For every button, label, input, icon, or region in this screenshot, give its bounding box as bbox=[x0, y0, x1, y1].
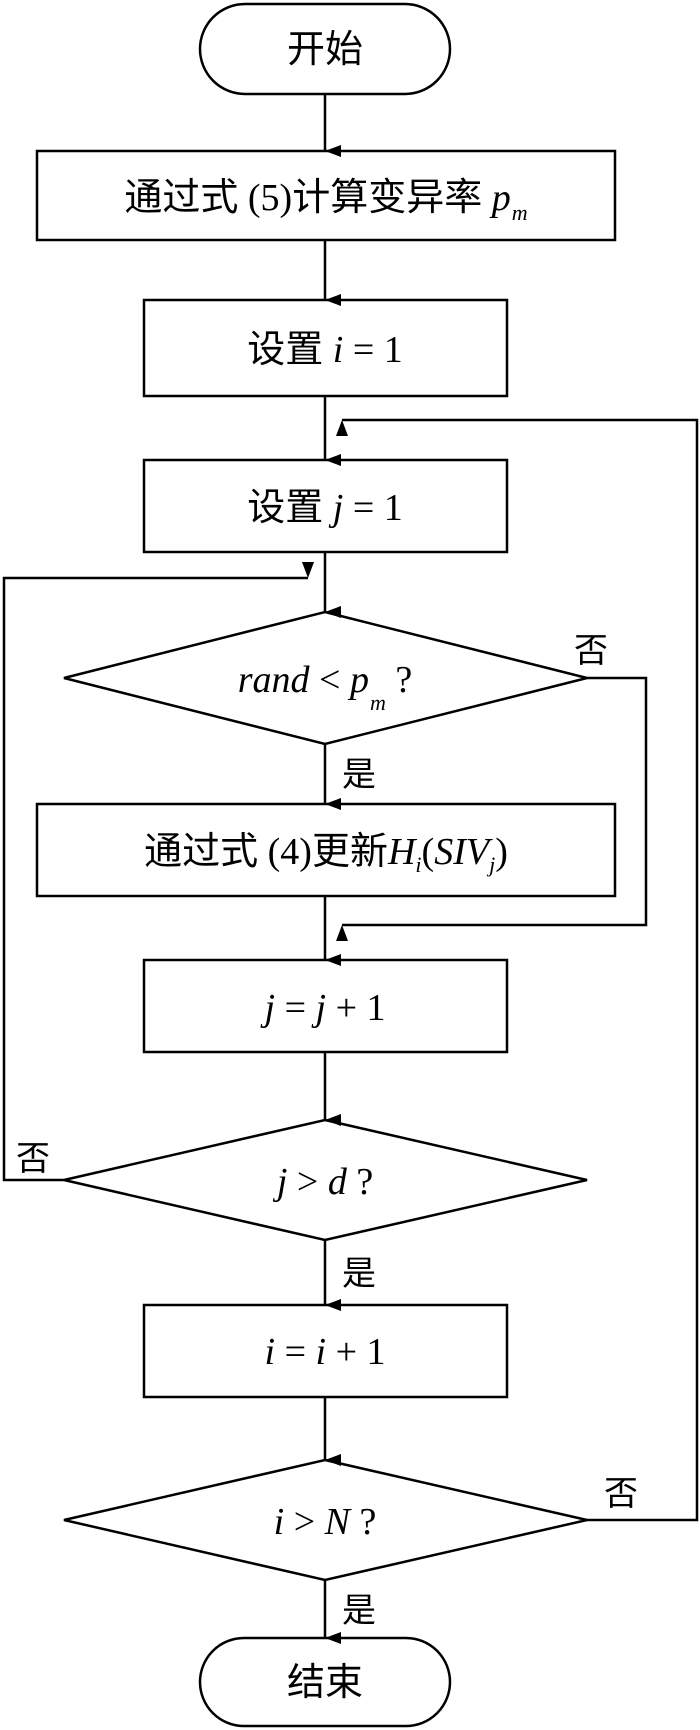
inc-i-var2: i bbox=[316, 1331, 327, 1373]
i-cond-label: i > N ? bbox=[274, 1501, 377, 1543]
j-cond-q: ? bbox=[347, 1161, 373, 1203]
j-cond-var: j bbox=[272, 1161, 288, 1203]
no-label-j: 否 bbox=[16, 1141, 50, 1178]
rand-sub: m bbox=[370, 690, 386, 715]
start-label: 开始 bbox=[287, 29, 363, 71]
set-i-var: i bbox=[333, 329, 344, 371]
compute-pm-sub: m bbox=[512, 200, 528, 225]
rand-var: rand bbox=[238, 659, 311, 701]
yes-label-rand: 是 bbox=[342, 757, 376, 794]
update-SIVsub: j bbox=[486, 852, 495, 877]
i-cond-q: ? bbox=[350, 1501, 376, 1543]
set-i-label: 设置 i = 1 bbox=[247, 329, 403, 371]
update-text: 通过式 (4)更新 bbox=[144, 831, 388, 873]
j-cond-label: j > d ? bbox=[272, 1161, 373, 1203]
compute-pm-text: 通过式 (5)计算变异率 bbox=[124, 177, 491, 219]
i-cond-var2: N bbox=[324, 1501, 353, 1543]
arrow-i-no-loop bbox=[336, 418, 699, 1522]
inc-i-mid: = bbox=[275, 1331, 315, 1373]
inc-i-label: i = i + 1 bbox=[265, 1331, 386, 1373]
set-i-rest: = 1 bbox=[343, 329, 402, 371]
update-label: 通过式 (4)更新Hi(SIVj) bbox=[144, 831, 508, 877]
no-label-rand: 否 bbox=[574, 633, 608, 670]
set-j-label: 设置 j = 1 bbox=[247, 487, 403, 529]
arrow-rand-no-bypass bbox=[336, 676, 648, 941]
rand-op: < bbox=[310, 659, 350, 701]
update-Hsub: i bbox=[415, 852, 421, 877]
yes-label-j: 是 bbox=[342, 1256, 376, 1293]
update-SIV: SIV bbox=[434, 831, 493, 873]
inc-j-var: j bbox=[260, 987, 276, 1029]
compute-pm-var: p bbox=[489, 177, 511, 219]
j-cond-op: > bbox=[287, 1161, 327, 1203]
set-j-text: 设置 bbox=[247, 487, 333, 529]
update-close: ) bbox=[495, 831, 508, 873]
arrow-j-no-loop bbox=[2, 562, 314, 1182]
yes-label-i: 是 bbox=[342, 1593, 376, 1630]
set-j-rest: = 1 bbox=[343, 487, 402, 529]
update-H: H bbox=[387, 831, 418, 873]
inc-i-rest: + 1 bbox=[326, 1331, 385, 1373]
inc-j-label: j = j + 1 bbox=[260, 987, 386, 1029]
compute-pm-label: 通过式 (5)计算变异率 pm bbox=[124, 177, 527, 225]
inc-j-mid: = bbox=[275, 987, 315, 1029]
rand-cond-label: rand < pm ? bbox=[238, 659, 413, 715]
no-label-i: 否 bbox=[604, 1476, 638, 1513]
end-label: 结束 bbox=[287, 1662, 363, 1704]
inc-i-var: i bbox=[265, 1331, 276, 1373]
rand-p: p bbox=[347, 659, 369, 701]
rand-q: ? bbox=[386, 659, 412, 701]
i-cond-op: > bbox=[284, 1501, 324, 1543]
set-i-text: 设置 bbox=[247, 329, 333, 371]
update-open: ( bbox=[422, 831, 435, 873]
i-cond-var: i bbox=[274, 1501, 285, 1543]
j-cond-var2: d bbox=[328, 1161, 348, 1203]
inc-j-rest: + 1 bbox=[326, 987, 385, 1029]
